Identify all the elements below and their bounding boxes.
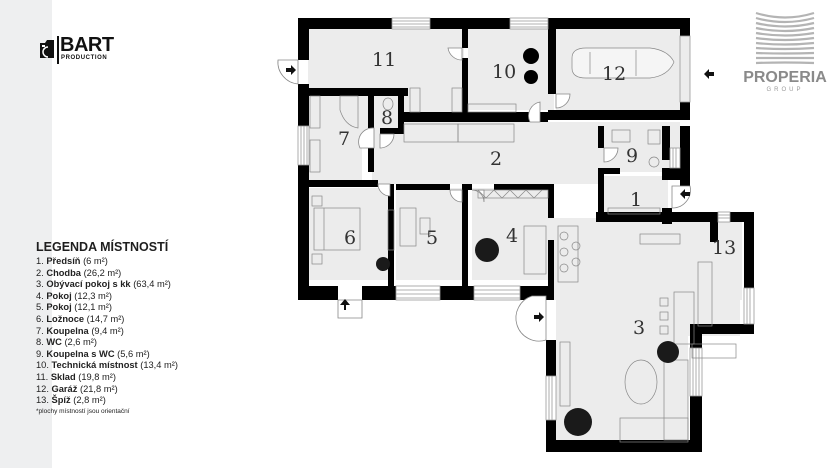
wave-lines-icon bbox=[755, 11, 815, 65]
entrance-arrow-predsin bbox=[680, 189, 690, 199]
legend-item: 3. Obývací pokoj s kk (63,4 m²) bbox=[36, 279, 171, 290]
camera-icon bbox=[40, 40, 54, 58]
legend-item: 6. Ložnoce (14,7 m²) bbox=[36, 313, 125, 324]
room-legend: LEGENDA MÍSTNOSTÍ 1. Předsíň (6 m²) 2. C… bbox=[36, 240, 226, 416]
windows bbox=[297, 17, 755, 421]
room-number-3: 3 bbox=[633, 317, 645, 339]
room-number-8: 8 bbox=[381, 107, 393, 129]
room-number-2: 2 bbox=[490, 148, 502, 170]
entrance-arrow-garaz bbox=[704, 69, 714, 79]
legend-footnote: *plochy místností jsou orientační bbox=[36, 407, 130, 415]
legend-item: 5. Pokoj (12,1 m²) bbox=[36, 302, 112, 313]
legend-list: 1. Předsíň (6 m²) 2. Chodba (26,2 m²) 3.… bbox=[36, 256, 226, 407]
legend-item: 12. Garáž (21,8 m²) bbox=[36, 383, 118, 394]
bart-subtitle: PRODUCTION bbox=[61, 55, 108, 61]
left-background-band bbox=[0, 0, 52, 468]
bart-wordmark: BART bbox=[60, 34, 114, 56]
room-number-4: 4 bbox=[506, 225, 518, 247]
room-number-1: 1 bbox=[630, 189, 642, 211]
room-number-9: 9 bbox=[626, 145, 638, 167]
plant-icon bbox=[657, 341, 679, 363]
entrance-arrows bbox=[286, 65, 714, 322]
plant-icon bbox=[564, 408, 592, 436]
walls bbox=[298, 18, 754, 452]
properia-wordmark: PROPERIA bbox=[743, 69, 827, 86]
room-number-6: 6 bbox=[344, 227, 356, 249]
legend-item: 7. Koupelna (9,4 m²) bbox=[36, 325, 124, 336]
legend-item: 13. Špíž (2,8 m²) bbox=[36, 395, 106, 406]
room-number-7: 7 bbox=[338, 128, 350, 150]
plants bbox=[376, 238, 679, 436]
room-numbers: 11 10 12 7 8 2 9 1 6 5 4 13 3 bbox=[338, 49, 736, 339]
room-number-10: 10 bbox=[492, 61, 516, 83]
room-number-11: 11 bbox=[372, 49, 396, 71]
plant-icon bbox=[376, 257, 390, 271]
plant-icon bbox=[475, 238, 499, 262]
furniture bbox=[309, 47, 737, 443]
legend-item: 8. WC (2,6 m²) bbox=[36, 337, 97, 348]
logo-divider bbox=[57, 36, 59, 64]
room-number-5: 5 bbox=[426, 227, 438, 249]
properia-group-logo: PROPERIA GROUP bbox=[742, 10, 828, 100]
legend-title: LEGENDA MÍSTNOSTÍ bbox=[36, 240, 169, 254]
room-number-12: 12 bbox=[602, 63, 626, 85]
entrance-arrow-sklad bbox=[286, 65, 296, 75]
legend-item: 11. Sklad (19,8 m²) bbox=[36, 371, 116, 382]
room-number-13: 13 bbox=[712, 237, 736, 259]
entrance-arrow-loznice bbox=[340, 299, 350, 310]
legend-item: 10. Technická místnost (13,4 m²) bbox=[36, 360, 178, 371]
legend-item: 4. Pokoj (12,3 m²) bbox=[36, 290, 112, 301]
legend-item: 1. Předsíň (6 m²) bbox=[36, 256, 108, 266]
entrance-arrow-obyvaci bbox=[534, 312, 544, 322]
properia-subtitle: GROUP bbox=[766, 87, 804, 93]
legend-item: 2. Chodba (26,2 m²) bbox=[36, 267, 122, 278]
legend-item: 9. Koupelna s WC (5,6 m²) bbox=[36, 348, 150, 359]
bart-production-logo: BART PRODUCTION bbox=[39, 34, 119, 66]
